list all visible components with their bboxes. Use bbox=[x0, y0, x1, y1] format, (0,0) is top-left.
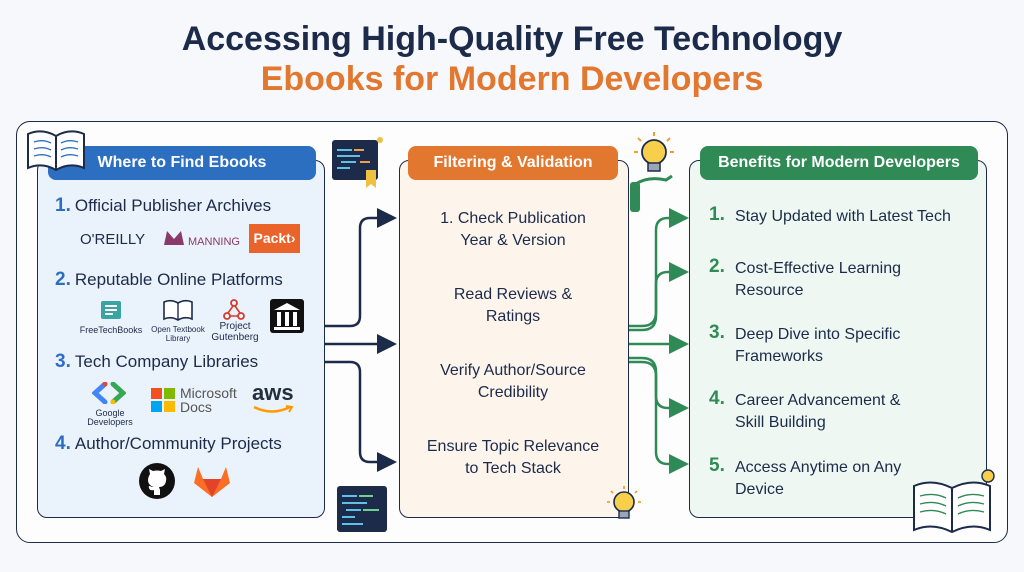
lightbulb-icon bbox=[630, 132, 674, 212]
pdf-icon bbox=[223, 299, 245, 320]
step-line-2: Ratings bbox=[485, 308, 541, 325]
benefits-header: Benefits for Modern Developers bbox=[700, 146, 978, 180]
gutenberg-line-2: Gutenberg bbox=[211, 332, 259, 343]
filtering-panel bbox=[399, 160, 629, 518]
benefit-line-1: Career Advancement & bbox=[735, 392, 901, 409]
open-textbook-icon bbox=[163, 299, 193, 321]
source-label: Reputable Online Platforms bbox=[74, 270, 283, 289]
step-line-1: 1. Check Publication bbox=[440, 210, 586, 227]
where-to-find-header: Where to Find Ebooks bbox=[48, 146, 316, 180]
source-label: Author/Community Projects bbox=[74, 434, 282, 453]
open-textbook-line-1: Open Textbook bbox=[151, 325, 205, 334]
source-number: 3. bbox=[55, 351, 71, 372]
step-line-1: Ensure Topic Relevance bbox=[426, 438, 600, 455]
freetechbooks-icon bbox=[101, 301, 121, 319]
aws-logo: aws bbox=[252, 380, 294, 405]
freetechbooks-label: FreeTechBooks bbox=[79, 325, 143, 335]
benefit-number: 5. bbox=[709, 455, 725, 476]
title-line-2: Ebooks for Modern Developers bbox=[260, 60, 764, 98]
benefit-line-1: Stay Updated with Latest Tech bbox=[735, 208, 951, 225]
google-developers-label: Google Developers bbox=[87, 408, 133, 427]
source-item-2: 2.Reputable Online Platforms bbox=[55, 269, 283, 291]
aws-smile-icon bbox=[253, 405, 294, 413]
open-book-icon bbox=[27, 130, 85, 172]
open-textbook-line-2: Library bbox=[165, 334, 191, 343]
google-developers-icon bbox=[92, 382, 126, 404]
benefit-number: 3. bbox=[709, 322, 725, 343]
source-label: Official Publisher Archives bbox=[74, 196, 272, 215]
source-item-1: 1.Official Publisher Archives bbox=[55, 195, 271, 217]
benefit-number: 2. bbox=[709, 256, 725, 277]
benefit-line-2: Resource bbox=[735, 282, 804, 299]
pillars-icon bbox=[270, 299, 304, 333]
step-line-1: Verify Author/Source bbox=[440, 362, 586, 379]
filtering-header: Filtering & Validation bbox=[408, 146, 618, 180]
code-window-icon bbox=[332, 137, 383, 188]
benefit-line-1: Access Anytime on Any bbox=[735, 459, 902, 476]
filter-step-4: Ensure Topic Relevance to Tech Stack bbox=[404, 436, 622, 480]
benefit-line-2: Device bbox=[735, 481, 784, 498]
gitlab-icon bbox=[194, 467, 230, 497]
oreilly-logo: O'REILLY bbox=[80, 231, 146, 248]
source-number: 1. bbox=[55, 195, 71, 216]
source-item-3: 3.Tech Company Libraries bbox=[55, 351, 258, 373]
benefit-number: 1. bbox=[709, 204, 725, 225]
source-number: 2. bbox=[55, 269, 71, 290]
benefit-line-2: Skill Building bbox=[735, 414, 826, 431]
step-line-2: to Tech Stack bbox=[465, 460, 561, 477]
middle-to-right-arrows bbox=[627, 208, 689, 474]
microsoft-icon bbox=[151, 388, 175, 412]
benefit-item-1: 1. Stay Updated with Latest Tech bbox=[709, 204, 979, 228]
packt-logo: Packt› bbox=[249, 224, 300, 253]
step-line-2: Year & Version bbox=[460, 232, 566, 249]
where-to-find-panel bbox=[37, 160, 325, 518]
microsoft-docs-line-1: Microsoft bbox=[180, 385, 237, 401]
source-label: Tech Company Libraries bbox=[74, 352, 259, 371]
benefit-line-1: Deep Dive into Specific bbox=[735, 326, 901, 343]
filter-step-2: Read Reviews & Ratings bbox=[404, 284, 622, 328]
step-line-1: Read Reviews & bbox=[453, 286, 573, 303]
benefit-line-1: Cost-Effective Learning bbox=[735, 260, 902, 277]
benefit-item-4: 4. Career Advancement & Skill Building bbox=[709, 388, 979, 434]
open-book-icon bbox=[913, 469, 995, 534]
lightbulb-icon bbox=[607, 486, 641, 519]
code-window-icon bbox=[337, 486, 387, 532]
gutenberg-line-1: Project bbox=[219, 321, 251, 332]
benefit-number: 4. bbox=[709, 388, 725, 409]
step-line-2: Credibility bbox=[477, 384, 549, 401]
github-icon bbox=[139, 463, 175, 499]
microsoft-docs-line-2: Docs bbox=[180, 399, 212, 415]
benefit-line-2: Frameworks bbox=[735, 348, 824, 365]
benefits-panel bbox=[689, 160, 987, 518]
manning-logo: MANNING bbox=[188, 236, 240, 248]
left-to-middle-arrows bbox=[323, 208, 397, 472]
title-line-1: Accessing High-Quality Free Technology bbox=[181, 20, 843, 58]
source-number: 4. bbox=[55, 433, 71, 454]
manning-icon bbox=[164, 231, 184, 245]
source-item-4: 4.Author/Community Projects bbox=[55, 433, 282, 455]
